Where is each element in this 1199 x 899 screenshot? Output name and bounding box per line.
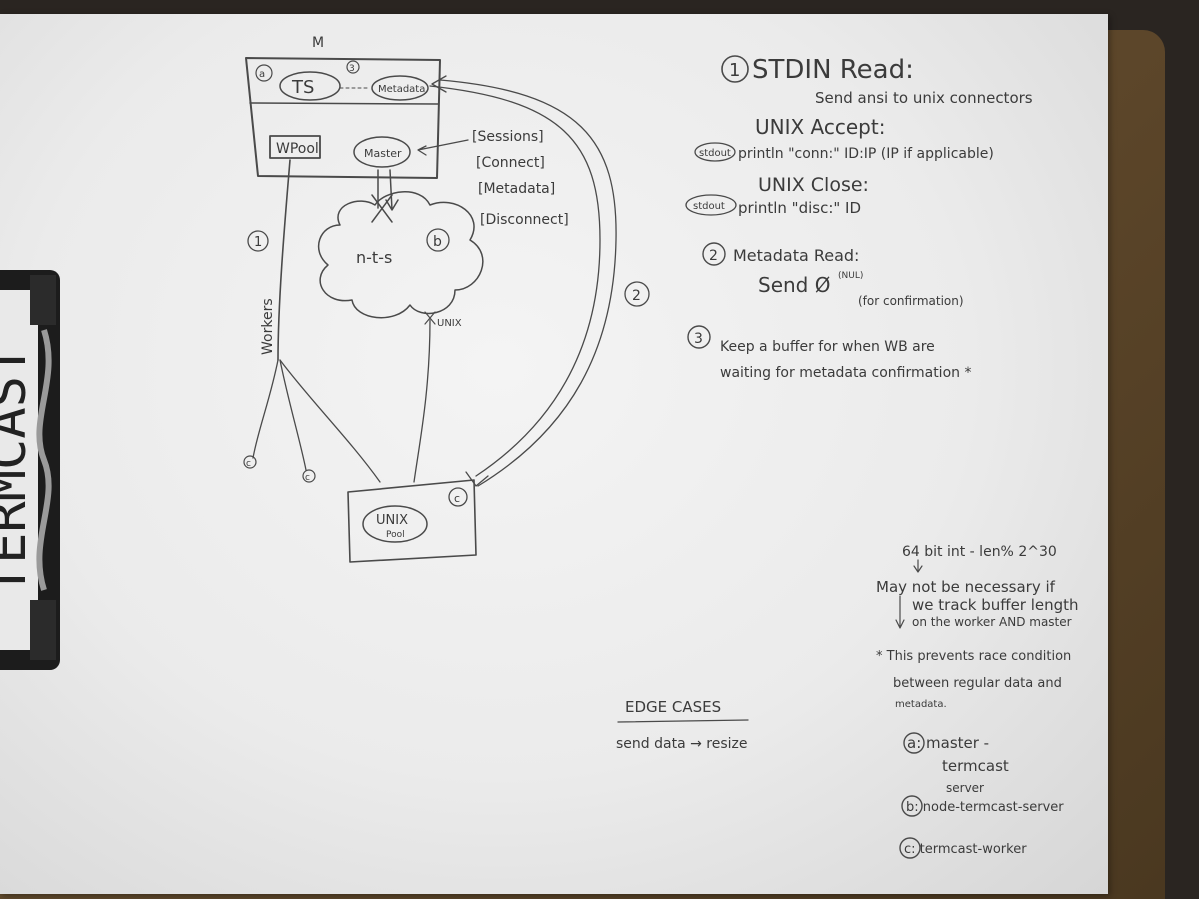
node-metadata: Metadata — [378, 84, 425, 95]
may-line1: May not be necessary if — [876, 578, 1056, 596]
accept-line: println "conn:" ID:IP (IP if applicable) — [738, 146, 994, 162]
star-line3: metadata. — [895, 699, 947, 710]
marker-a: a — [259, 69, 265, 80]
may-line3: on the worker AND master — [912, 615, 1072, 629]
marker-3: 3 — [349, 64, 355, 74]
note1-number-circle — [721, 55, 749, 83]
marker-c-circle — [448, 487, 468, 507]
marker-b: b — [433, 234, 442, 250]
marker-a-circle — [255, 64, 273, 82]
message-metadata: [Metadata] — [478, 181, 555, 197]
note3-line2: waiting for metadata confirmation * — [720, 365, 971, 381]
legend-a2: termcast — [942, 757, 1009, 775]
note3-number-circle — [687, 325, 711, 349]
unix-small-label: UNIX — [437, 318, 462, 329]
edge-line: send data → resize — [616, 736, 748, 752]
node-ts: TS — [291, 77, 314, 98]
legend-b: b: node-termcast-server — [906, 800, 1064, 815]
end-c2-circle — [302, 469, 316, 483]
note2-send: Send Ø — [758, 273, 830, 297]
accept-title: UNIX Accept: — [755, 115, 885, 139]
note1-number: 1 — [729, 60, 740, 81]
marker-c: c — [454, 492, 460, 505]
legend-c-circle — [899, 837, 921, 859]
legend-b-circle — [901, 795, 923, 817]
cloud-nts — [317, 191, 484, 319]
note3-line1: Keep a buffer for when WB are — [720, 339, 935, 355]
marker-b-circle — [426, 228, 450, 252]
marker-3-circle — [346, 60, 360, 74]
master-box — [245, 57, 441, 179]
close-line: println "disc:" ID — [738, 199, 861, 217]
note2-nul: (NUL) — [838, 271, 863, 281]
legend-a3: server — [946, 781, 984, 795]
clipboard-label: TERMCAST — [0, 345, 38, 595]
clipboard-clip: TERMCAST — [0, 270, 60, 670]
marker-1-circle — [247, 230, 269, 252]
edge-title: EDGE CASES — [625, 698, 721, 716]
marker-1: 1 — [254, 235, 262, 250]
node-wpool: WPool — [276, 141, 319, 157]
end-c2: c — [305, 473, 310, 483]
message-sessions: [Sessions] — [472, 129, 544, 145]
note2-number-circle — [702, 242, 726, 266]
note2-number: 2 — [709, 248, 718, 264]
note1-title: STDIN Read: — [752, 55, 914, 85]
side-notes-block: 64 bit int - len% 2^30 May not be necess… — [876, 544, 1079, 859]
marker-2: 2 — [632, 288, 641, 304]
unix-pool-title: UNIX — [376, 513, 408, 528]
unix-pool-sub: Pool — [386, 530, 405, 540]
node-ts-ellipse — [279, 71, 341, 101]
node-metadata-ellipse — [371, 75, 429, 101]
notes-block: 1 STDIN Read: Send ansi to unix connecto… — [685, 55, 1033, 381]
star-line1: * This prevents race condition — [876, 649, 1071, 664]
note2-confirm: (for confirmation) — [858, 294, 964, 308]
unix-pool-box — [347, 479, 477, 563]
cloud-label: n-t-s — [356, 248, 392, 267]
legend-c: c: termcast-worker — [904, 842, 1027, 857]
accept-tag: stdout — [699, 148, 731, 159]
node-master-ellipse — [353, 136, 411, 168]
message-connect: [Connect] — [476, 155, 545, 171]
legend-a1: a: master - — [907, 734, 989, 752]
star-line2: between regular data and — [893, 676, 1062, 691]
end-c1: c — [246, 459, 251, 469]
note1-line: Send ansi to unix connectors — [815, 89, 1033, 107]
label-m: M — [312, 35, 324, 51]
close-tag: stdout — [693, 201, 725, 212]
note3-number: 3 — [694, 331, 703, 347]
node-master: Master — [364, 147, 402, 160]
edge-cases-block: EDGE CASES send data → resize — [616, 698, 749, 752]
node-wpool-rect — [269, 135, 321, 159]
unix-pool-ellipse — [362, 505, 428, 543]
note2-title: Metadata Read: — [733, 246, 859, 265]
close-title: UNIX Close: — [758, 174, 869, 196]
message-disconnect: [Disconnect] — [480, 212, 569, 228]
workers-label: Workers — [260, 298, 276, 355]
legend-a-circle — [903, 732, 925, 754]
int-line: 64 bit int - len% 2^30 — [902, 544, 1057, 560]
may-line2: we track buffer length — [912, 596, 1079, 614]
marker-2-circle — [624, 281, 650, 307]
architecture-diagram: M a TS 3 Metadata WPool Master [Sessions… — [243, 35, 650, 563]
end-c1-circle — [243, 455, 257, 469]
